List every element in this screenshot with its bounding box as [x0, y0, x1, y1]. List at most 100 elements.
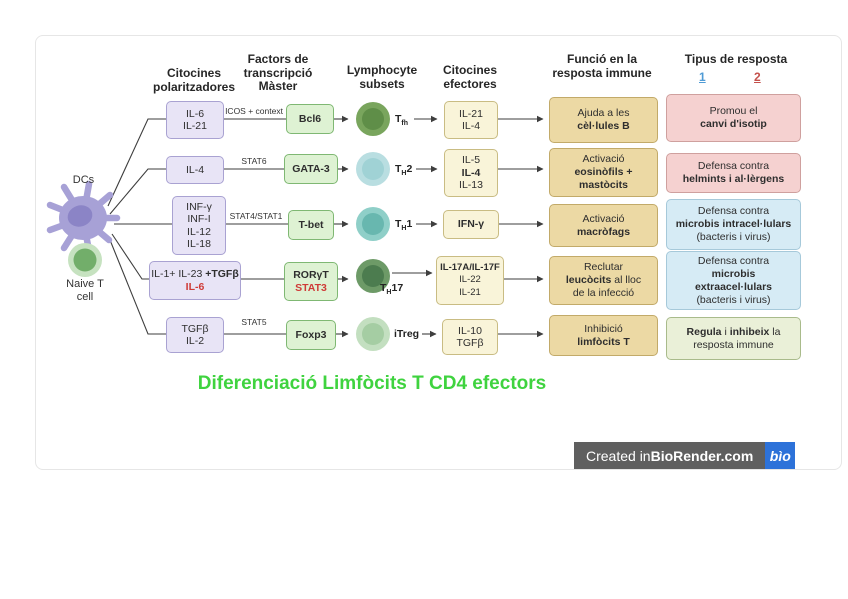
naive-label-line: cell — [76, 291, 94, 303]
column-header-lymphocyte-subsets: Lymphocyte subsets — [332, 63, 432, 91]
function-line: leucòcits al lloc — [566, 274, 641, 287]
tfh-cell-nucleus — [362, 108, 384, 130]
effector-cytokines-box-itreg: IL-10 TGFβ — [442, 319, 498, 355]
function-box-th17: Reclutar leucòcits al lloc de la infecci… — [549, 256, 658, 305]
function-part: leucòcits — [565, 274, 612, 286]
function-box-itreg: Inhibició limfòcits T — [549, 315, 658, 356]
polarizing-cytokines-box-th2: IL-4 — [166, 156, 224, 184]
pathway-label-tfh: ICOS + context — [225, 106, 283, 116]
subset-suffix: 1 — [406, 218, 413, 230]
effector-cytokines-box-th2: IL-5 IL-4 IL-13 — [444, 149, 498, 197]
response-part: inhibeix — [729, 325, 770, 338]
response-type-box-th17: Defensa contra microbis extraacel·lulars… — [666, 251, 801, 310]
response-line: microbis — [711, 267, 756, 280]
cytokine: IL-2 — [185, 335, 205, 347]
response-type-box-th1: Defensa contra microbis intracel·lulars … — [666, 199, 801, 250]
th1-cell-nucleus — [362, 213, 384, 235]
pathway-label-th2: STAT6 — [241, 156, 267, 166]
subset-label-th2: TH2 — [395, 163, 412, 177]
response-line: Regula i inhibeix la — [687, 326, 781, 339]
column-header-funcio-resposta: Funció en la resposta immune — [542, 52, 662, 80]
subset-subscript: H — [386, 289, 392, 297]
header-line: Factors de — [247, 52, 309, 66]
th2-cell-icon — [356, 152, 390, 186]
response-type-box-th2: Defensa contra helmints i al·lèrgens — [666, 153, 801, 193]
subset-suffix: 17 — [391, 282, 404, 294]
header-line: resposta immune — [552, 65, 652, 80]
diagram-panel: Citocines polaritzadores Factors de tran… — [35, 35, 842, 470]
function-box-tfh: Ajuda a les cèl·lules B — [549, 97, 658, 143]
cytokine: IL-21 — [459, 107, 483, 120]
cytokine: IL-21 — [459, 286, 481, 298]
cytokine: IL-5 — [461, 154, 481, 167]
response-line: extraacel·lulars — [694, 280, 773, 293]
transcription-factor-box-th1: T-bet — [288, 210, 334, 240]
cytokine: IL-22 — [459, 274, 481, 286]
response-line: canvi d'isotip — [700, 118, 767, 130]
column-header-citocines-polaritzadores: Citocines polaritzadores — [134, 66, 254, 94]
subset-subscript: fh — [401, 120, 409, 128]
function-line: Ajuda a les — [577, 107, 630, 119]
transcription-factor-stat3-red: STAT3 — [295, 281, 327, 294]
cytokine: IL-4 — [461, 120, 481, 132]
cytokine: IFN-γ — [457, 218, 485, 231]
cytokine: IL-18 — [187, 238, 211, 250]
cytokine-part: IL-1+ IL-23 — [151, 268, 206, 280]
pathway-label-th1: STAT4/STAT1 — [229, 211, 283, 221]
header-line: transcripció — [243, 65, 313, 80]
function-line: Activació — [582, 153, 625, 165]
cytokine-il6-red: IL-6 — [185, 280, 205, 293]
transcription-factor: GATA-3 — [292, 162, 330, 175]
polarizing-cytokines-box-itreg: TGFβ IL-2 — [166, 317, 224, 353]
transcription-factor: RORγT — [293, 269, 329, 281]
subset-base: iTreg — [394, 328, 420, 340]
header-line: Citocines — [442, 63, 497, 77]
response-type-2: 2 — [754, 70, 761, 84]
response-type-box-itreg: Regula i inhibeix la resposta immune — [666, 317, 801, 360]
diagram-title: Diferenciació Limfòcits T CD4 efectors — [197, 373, 547, 394]
cytokine: IL-1+ IL-23 +TGFβ — [151, 268, 239, 281]
transcription-factor-box-itreg: Foxp3 — [286, 320, 336, 350]
function-line: mastòcits — [578, 179, 629, 191]
response-line: helmints i al·lèrgens — [682, 173, 785, 185]
itreg-cell-icon — [356, 317, 390, 351]
transcription-factor: Foxp3 — [295, 328, 327, 341]
subset-base: T — [395, 218, 402, 230]
response-part: Regula — [686, 325, 722, 338]
dcs-label: DCs — [72, 174, 95, 186]
header-line: Citocines — [166, 66, 221, 80]
cytokine: TGFβ — [456, 337, 484, 349]
tfh-cell-icon — [356, 102, 390, 136]
cytokine: IL-6 — [185, 107, 205, 120]
function-box-th1: Activació macròfags — [549, 204, 658, 247]
transcription-factor: T-bet — [298, 218, 324, 231]
transcription-factor-box-th2: GATA-3 — [284, 154, 338, 184]
subset-base: T — [395, 113, 402, 125]
biorender-badge: Created in BioRender.com bìo — [574, 442, 796, 469]
header-line: Lymphocyte — [346, 63, 418, 77]
connector-lines — [46, 115, 544, 338]
function-line: Reclutar — [583, 261, 624, 273]
subset-label-th17: TH17 — [380, 282, 403, 296]
function-line: Inhibició — [584, 322, 623, 335]
subset-suffix: 2 — [406, 163, 413, 175]
naive-t-cell-label: Naive T cell — [55, 278, 115, 304]
th2-cell-nucleus — [362, 158, 384, 180]
th17-cell-icon — [356, 259, 390, 293]
response-part: i — [721, 325, 730, 338]
response-type-1: 1 — [699, 70, 706, 84]
response-line: Promou el — [709, 105, 758, 117]
response-type-box-tfh: Promou el canvi d'isotip — [666, 94, 801, 142]
header-line: subsets — [359, 76, 405, 91]
column-header-factors-transcripcio: Factors de transcripció Màster — [228, 52, 328, 94]
cytokine: IL-10 — [458, 324, 482, 337]
effector-cytokines-box-th1: IFN-γ — [443, 210, 499, 239]
function-part: al lloc — [611, 274, 642, 286]
header-line: efectores — [443, 76, 497, 91]
subset-base: T — [395, 163, 402, 175]
response-line: Defensa contra — [697, 160, 770, 172]
subset-base: T — [380, 282, 387, 294]
effector-cytokines-box-th17: IL-17A/IL-17F IL-22 IL-21 — [436, 256, 504, 305]
header-line: Màster — [258, 79, 298, 93]
